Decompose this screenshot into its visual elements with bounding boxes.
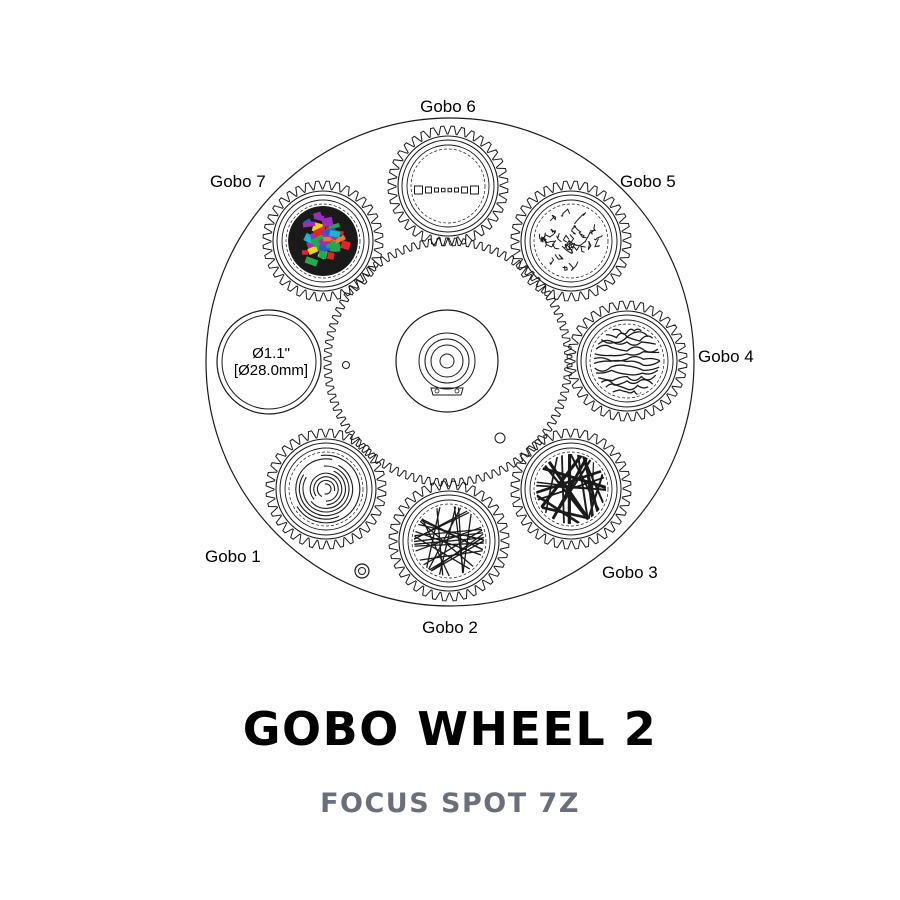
open-slot-dimension-inch: Ø1.1": [252, 345, 290, 362]
gobo-label: Gobo 1: [205, 547, 261, 566]
center-gear: [323, 237, 573, 487]
gobo-pattern: [536, 454, 606, 524]
gobo-pattern: [288, 206, 358, 276]
gobo-label: Gobo 3: [602, 563, 658, 582]
gobo-pattern: [414, 185, 479, 195]
gobo-label: Gobo 6: [420, 97, 476, 116]
gobo-pattern: [593, 328, 661, 396]
gobo-slot: [265, 428, 387, 550]
gobo-slot: [510, 180, 632, 302]
open-slot: Ø1.1" [Ø28.0mm]: [216, 309, 322, 415]
open-slot-dimension-mm: [Ø28.0mm]: [234, 362, 308, 379]
gobo-label: Gobo 7: [210, 172, 266, 191]
gobo-slot: [566, 300, 688, 422]
gobo-slot: [510, 428, 632, 550]
gobo-slot: [387, 125, 509, 247]
gobo-pattern: [295, 454, 361, 524]
gobo-slot: [388, 480, 510, 602]
gobo-slots: [262, 125, 688, 602]
gobo-slot: [262, 180, 384, 302]
gobo-label: Gobo 5: [620, 172, 676, 191]
hub: [395, 309, 499, 413]
wheel-outline: [205, 117, 695, 607]
page-title: GOBO WHEEL 2: [242, 702, 658, 756]
mounting-hole: [342, 361, 350, 369]
gobo-pattern: [538, 208, 603, 272]
page-subtitle: FOCUS SPOT 7Z: [320, 788, 580, 819]
gobo-labels: Gobo 1 Gobo 2 Gobo 3 Gobo 4 Gobo 5 Gobo 6 Gobo…: [205, 97, 754, 637]
gobo-label: Gobo 4: [698, 347, 754, 366]
gobo-label: Gobo 2: [422, 618, 478, 637]
index-hole: [354, 563, 370, 579]
mounting-hole: [494, 432, 506, 444]
gobo-pattern: [414, 506, 484, 576]
